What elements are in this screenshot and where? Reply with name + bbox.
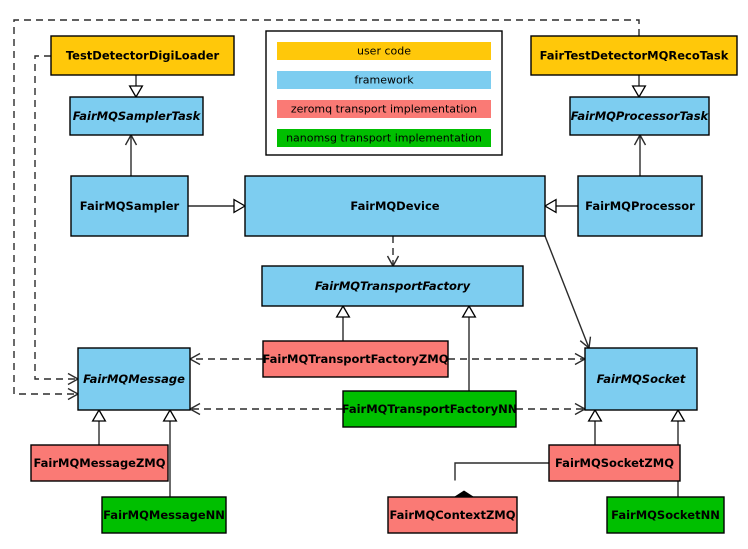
class-box[interactable] xyxy=(530,35,738,76)
edge-sampler-device xyxy=(188,198,247,214)
class-box[interactable] xyxy=(50,35,235,76)
edge-factorynn-socket xyxy=(516,402,587,416)
class-box[interactable] xyxy=(261,265,524,307)
edge-sampler-samplertask xyxy=(124,133,138,176)
class-node-FairMQDevice[interactable]: FairMQDevice xyxy=(244,175,546,237)
inheritance-arrowhead xyxy=(335,304,351,318)
class-box[interactable] xyxy=(569,96,710,136)
edge-socketzmq-socket xyxy=(587,408,603,445)
class-node-FairMQTransportFactory[interactable]: FairMQTransportFactory xyxy=(261,265,524,307)
edge-line xyxy=(454,462,549,481)
class-node-FairMQMessageZMQ[interactable]: FairMQMessageZMQ xyxy=(30,444,169,482)
class-box[interactable] xyxy=(69,96,204,136)
edge-processor-processortask xyxy=(633,133,647,176)
edge-device-transportfactory xyxy=(386,236,400,268)
edge-line xyxy=(34,55,77,380)
edge-recotask-processortask xyxy=(631,75,647,99)
inheritance-arrowhead xyxy=(233,198,247,214)
class-box[interactable] xyxy=(606,496,725,534)
class-node-FairMQTransportFactoryNN[interactable]: FairMQTransportFactoryNN xyxy=(342,390,518,428)
class-node-FairMQTransportFactoryZMQ[interactable]: FairMQTransportFactoryZMQ xyxy=(262,340,449,378)
class-box[interactable] xyxy=(584,347,698,411)
class-box[interactable] xyxy=(70,175,189,237)
legend-swatch-nanomsg xyxy=(277,129,491,147)
class-box[interactable] xyxy=(101,496,227,534)
inheritance-arrowhead xyxy=(128,85,144,99)
class-node-FairMQProcessor[interactable]: FairMQProcessor xyxy=(577,175,703,237)
edge-messagenn-message xyxy=(162,408,178,497)
edge-factorynn-transportfactory xyxy=(461,304,477,391)
edge-line xyxy=(544,235,590,348)
class-box[interactable] xyxy=(77,347,191,411)
class-box[interactable] xyxy=(577,175,703,237)
class-node-FairMQContextZMQ[interactable]: FairMQContextZMQ xyxy=(387,496,518,534)
class-node-FairMQSocketZMQ[interactable]: FairMQSocketZMQ xyxy=(548,444,681,482)
class-node-FairMQSampler[interactable]: FairMQSampler xyxy=(70,175,189,237)
class-box[interactable] xyxy=(548,444,681,482)
class-box[interactable] xyxy=(244,175,546,237)
class-box[interactable] xyxy=(30,444,169,482)
legend-swatch-user_code xyxy=(277,42,491,60)
legend-swatch-framework xyxy=(277,71,491,89)
class-box[interactable] xyxy=(262,340,449,378)
legend-swatch-zeromq xyxy=(277,100,491,118)
class-node-FairMQMessage[interactable]: FairMQMessage xyxy=(77,347,191,411)
inheritance-arrowhead xyxy=(461,304,477,318)
inheritance-arrowhead xyxy=(91,408,107,422)
inheritance-arrowhead xyxy=(670,408,686,422)
edge-processor-device xyxy=(543,198,578,214)
class-node-FairMQSocket[interactable]: FairMQSocket xyxy=(584,347,698,411)
edge-factoryzmq-transportfactory xyxy=(335,304,351,341)
edge-line xyxy=(13,19,640,395)
edge-digiloader-samplertask xyxy=(128,75,144,99)
inheritance-arrowhead xyxy=(631,85,647,99)
class-node-FairMQProcessorTask[interactable]: FairMQProcessorTask xyxy=(569,96,710,136)
class-node-TestDetectorDigiLoader[interactable]: TestDetectorDigiLoader xyxy=(50,35,235,76)
class-box[interactable] xyxy=(387,496,518,534)
inheritance-arrowhead xyxy=(543,198,557,214)
inheritance-arrowhead xyxy=(587,408,603,422)
class-box[interactable] xyxy=(342,390,517,428)
class-node-FairMQSocketNN[interactable]: FairMQSocketNN xyxy=(606,496,725,534)
edge-device-socket xyxy=(544,235,592,350)
edge-factoryzmq-message xyxy=(188,352,263,366)
edge-messagezmq-message xyxy=(91,408,107,445)
inheritance-arrowhead xyxy=(162,408,178,422)
class-node-FairTestDetectorMQRecoTask[interactable]: FairTestDetectorMQRecoTask xyxy=(530,35,738,76)
edge-factorynn-message xyxy=(188,402,343,416)
class-node-FairMQSamplerTask[interactable]: FairMQSamplerTask xyxy=(69,96,204,136)
class-node-FairMQMessageNN[interactable]: FairMQMessageNN xyxy=(101,496,227,534)
